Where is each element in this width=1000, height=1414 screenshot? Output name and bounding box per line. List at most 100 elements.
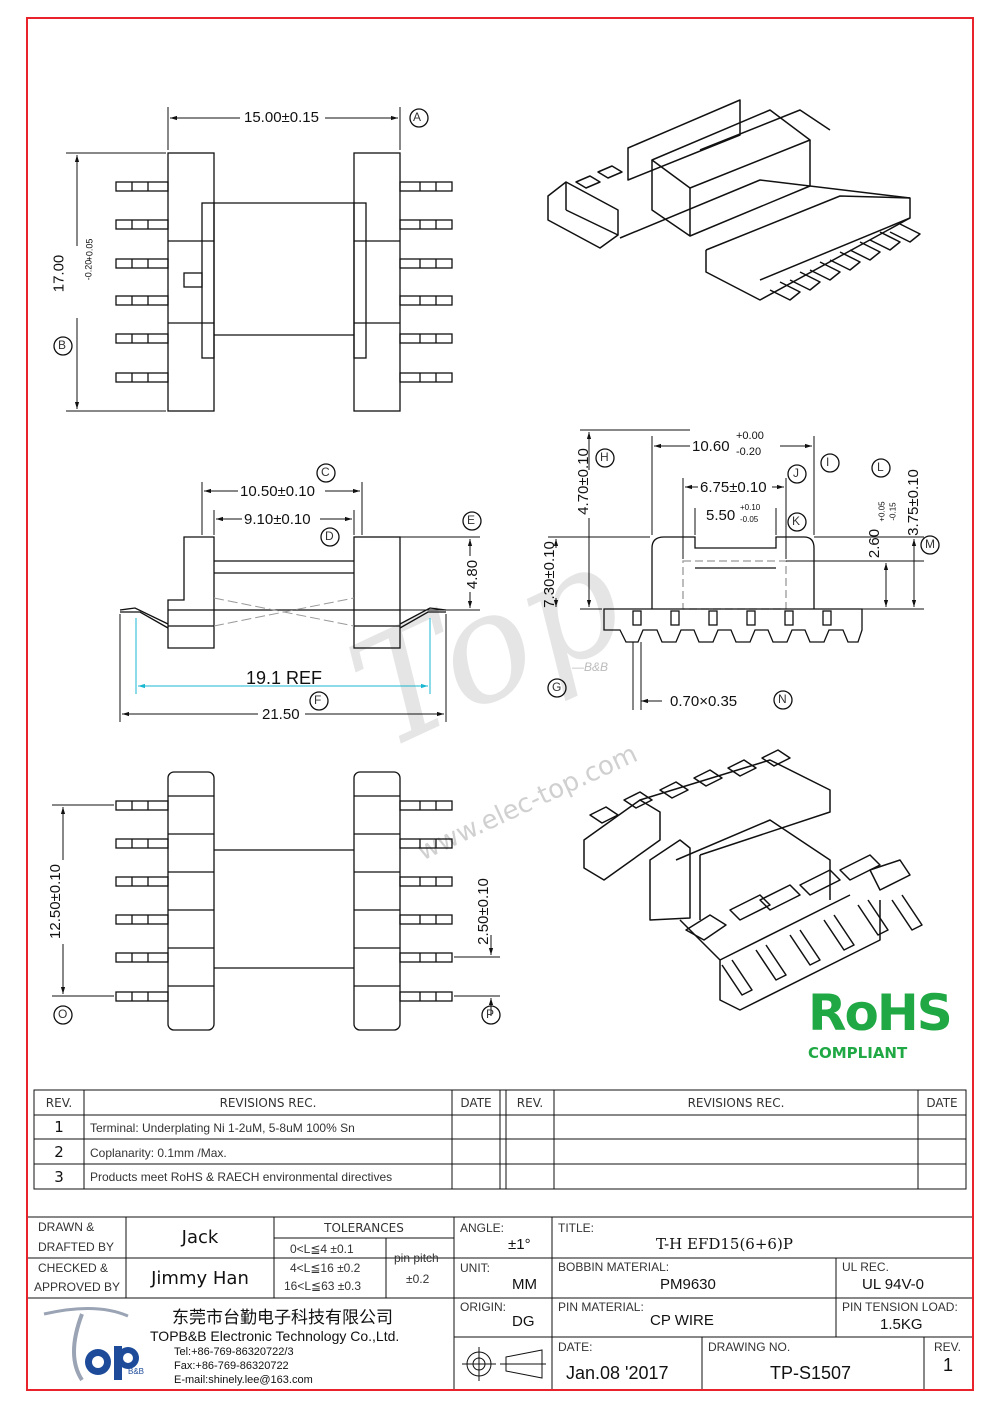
top-view [53,107,453,412]
rohs-badge: RoHS COMPLIANT [806,988,953,1068]
rec-header-2: REVISIONS REC. [687,1095,785,1110]
date-header-1: DATE [460,1095,492,1110]
checked-label-2: APPROVED BY [34,1280,121,1294]
dim-1060-tol-plus: +0.00 [736,430,764,442]
unit-label: UNIT: [460,1261,490,1275]
marker-o: O [58,1007,68,1021]
rev-label: REV. [934,1340,961,1354]
side-view [119,463,482,722]
dim-260: 2.60 [866,528,884,559]
checked-value: Jimmy Han [151,1267,249,1289]
drawing-frame [26,17,974,1391]
marker-f: F [314,693,322,707]
marker-c: C [321,465,330,479]
checked-label-1: CHECKED & [38,1261,109,1275]
angle-label: ANGLE: [460,1221,505,1235]
date-value: Jan.08 '2017 [566,1363,669,1383]
title-label: TITLE: [558,1221,595,1235]
company-name-en: TOPB&B Electronic Technology Co.,Ltd. [150,1328,400,1344]
iso-view-top [547,99,921,301]
dim-260-tol-minus: -0.15 [888,502,898,521]
pin-tension-value: 1.5KG [880,1316,923,1333]
dim-375: 3.75±0.10 [904,469,922,536]
rec-header-1: REVISIONS REC. [219,1095,317,1110]
marker-m: M [925,537,935,551]
dim-550: 5.50 [706,507,736,524]
marker-j: J [793,466,799,480]
front-view [547,429,940,710]
rev-header-2: REV. [516,1095,544,1110]
rev-value: 1 [943,1355,954,1375]
marker-k: K [792,514,801,528]
dim-17-tol-plus: +0.05 [84,238,95,262]
pin-material-label: PIN MATERIAL: [558,1300,644,1314]
company-tel: Tel:+86-769-86320722/3 [174,1346,294,1358]
dim-1060: 10.60 [692,438,730,455]
rev-header-1: REV. [45,1095,73,1110]
marker-n: N [778,692,787,706]
dim-1250: 12.50±0.10 [46,864,64,939]
dim-730: 7.30±0.10 [540,541,558,608]
dim-070: 0.70×0.35 [670,693,738,710]
drawn-value: Jack [181,1227,219,1248]
dim-15: 15.00±0.15 [244,109,319,126]
company-logo [43,1307,139,1382]
rohs-compliant: COMPLIANT [808,1044,908,1062]
pin-material-value: CP WIRE [650,1312,714,1329]
drawing-no-label: DRAWING NO. [708,1340,791,1354]
title-block-lines [28,1216,972,1389]
tolerances-label: TOLERANCES [324,1221,404,1235]
angle-value: ±1° [508,1236,531,1253]
rev-row-1-num: 1 [54,1118,64,1136]
pin-tension-label: PIN TENSION LOAD: [842,1300,958,1314]
dim-17-tol-minus: -0.20 [83,259,94,281]
dim-910: 9.10±0.10 [244,511,311,528]
dim-2150: 21.50 [262,706,300,723]
pin-pitch-value: ±0.2 [406,1272,430,1286]
marker-d: D [325,529,334,543]
bobbin-value: PM9630 [660,1276,716,1293]
title-value: T-H EFD15(6+6)P [656,1235,793,1253]
unit-value: MM [512,1276,537,1293]
ul-value: UL 94V-0 [862,1276,924,1293]
date-header-2: DATE [926,1095,958,1110]
marker-i: I [826,455,830,469]
bobbin-label: BOBBIN MATERIAL: [558,1260,670,1274]
date-label: DATE: [558,1340,593,1354]
drawn-label-2: DRAFTED BY [38,1240,115,1254]
tol-row-3: 16<L≦63 ±0.3 [284,1279,362,1293]
marker-h: H [600,450,609,464]
marker-p: P [486,1007,495,1021]
dim-675: 6.75±0.10 [700,479,767,496]
rohs-word: RoHS [808,984,953,1042]
origin-value: DG [512,1313,535,1330]
marker-b: B [58,338,67,352]
revision-table-lines [33,1089,967,1190]
dim-550-tol-minus: -0.05 [740,515,759,524]
ul-label: UL REC. [842,1260,889,1274]
rev-row-2-num: 2 [54,1142,64,1161]
company-fax: Fax:+86-769-86320722 [174,1360,289,1372]
dim-480: 4.80 [464,559,482,590]
marker-g: G [552,680,562,694]
dim-191: 19.1 REF [246,668,323,688]
bottom-view [52,771,501,1031]
tol-row-2: 4<L≦16 ±0.2 [290,1261,361,1275]
tol-row-1: 0<L≦4 ±0.1 [290,1242,354,1256]
dim-470: 4.70±0.10 [574,448,592,515]
pin-pitch-label: pin pitch [394,1251,439,1265]
dim-1050: 10.50±0.10 [240,483,315,500]
origin-label: ORIGIN: [460,1300,507,1314]
marker-l: L [877,460,884,474]
drawn-label-1: DRAWN & [38,1220,95,1234]
logo-sub: B&B [128,1367,145,1376]
iso-view-bottom [583,749,923,1011]
watermark-suffix: —B&B [572,660,609,674]
rev-row-3-num: 3 [54,1167,64,1186]
drawing-no-value: TP-S1507 [770,1363,852,1383]
marker-e: E [467,513,476,527]
rev-row-2-text: Coplanarity: 0.1mm /Max. [90,1146,227,1160]
marker-a: A [413,110,422,124]
company-name-cn: 东莞市台勤电子科技有限公司 [172,1308,393,1327]
